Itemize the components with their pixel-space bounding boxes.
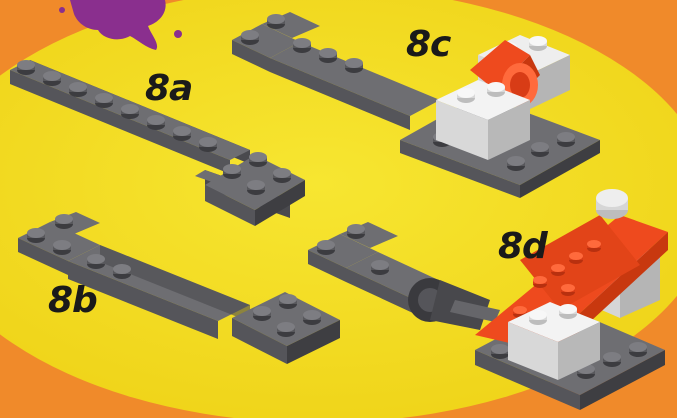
step-label-8c: 8c [406,24,451,65]
step-label-8a: 8a [145,68,192,109]
step-label-8b: 8b [48,280,97,321]
step-label-8d: 8d [498,226,549,267]
